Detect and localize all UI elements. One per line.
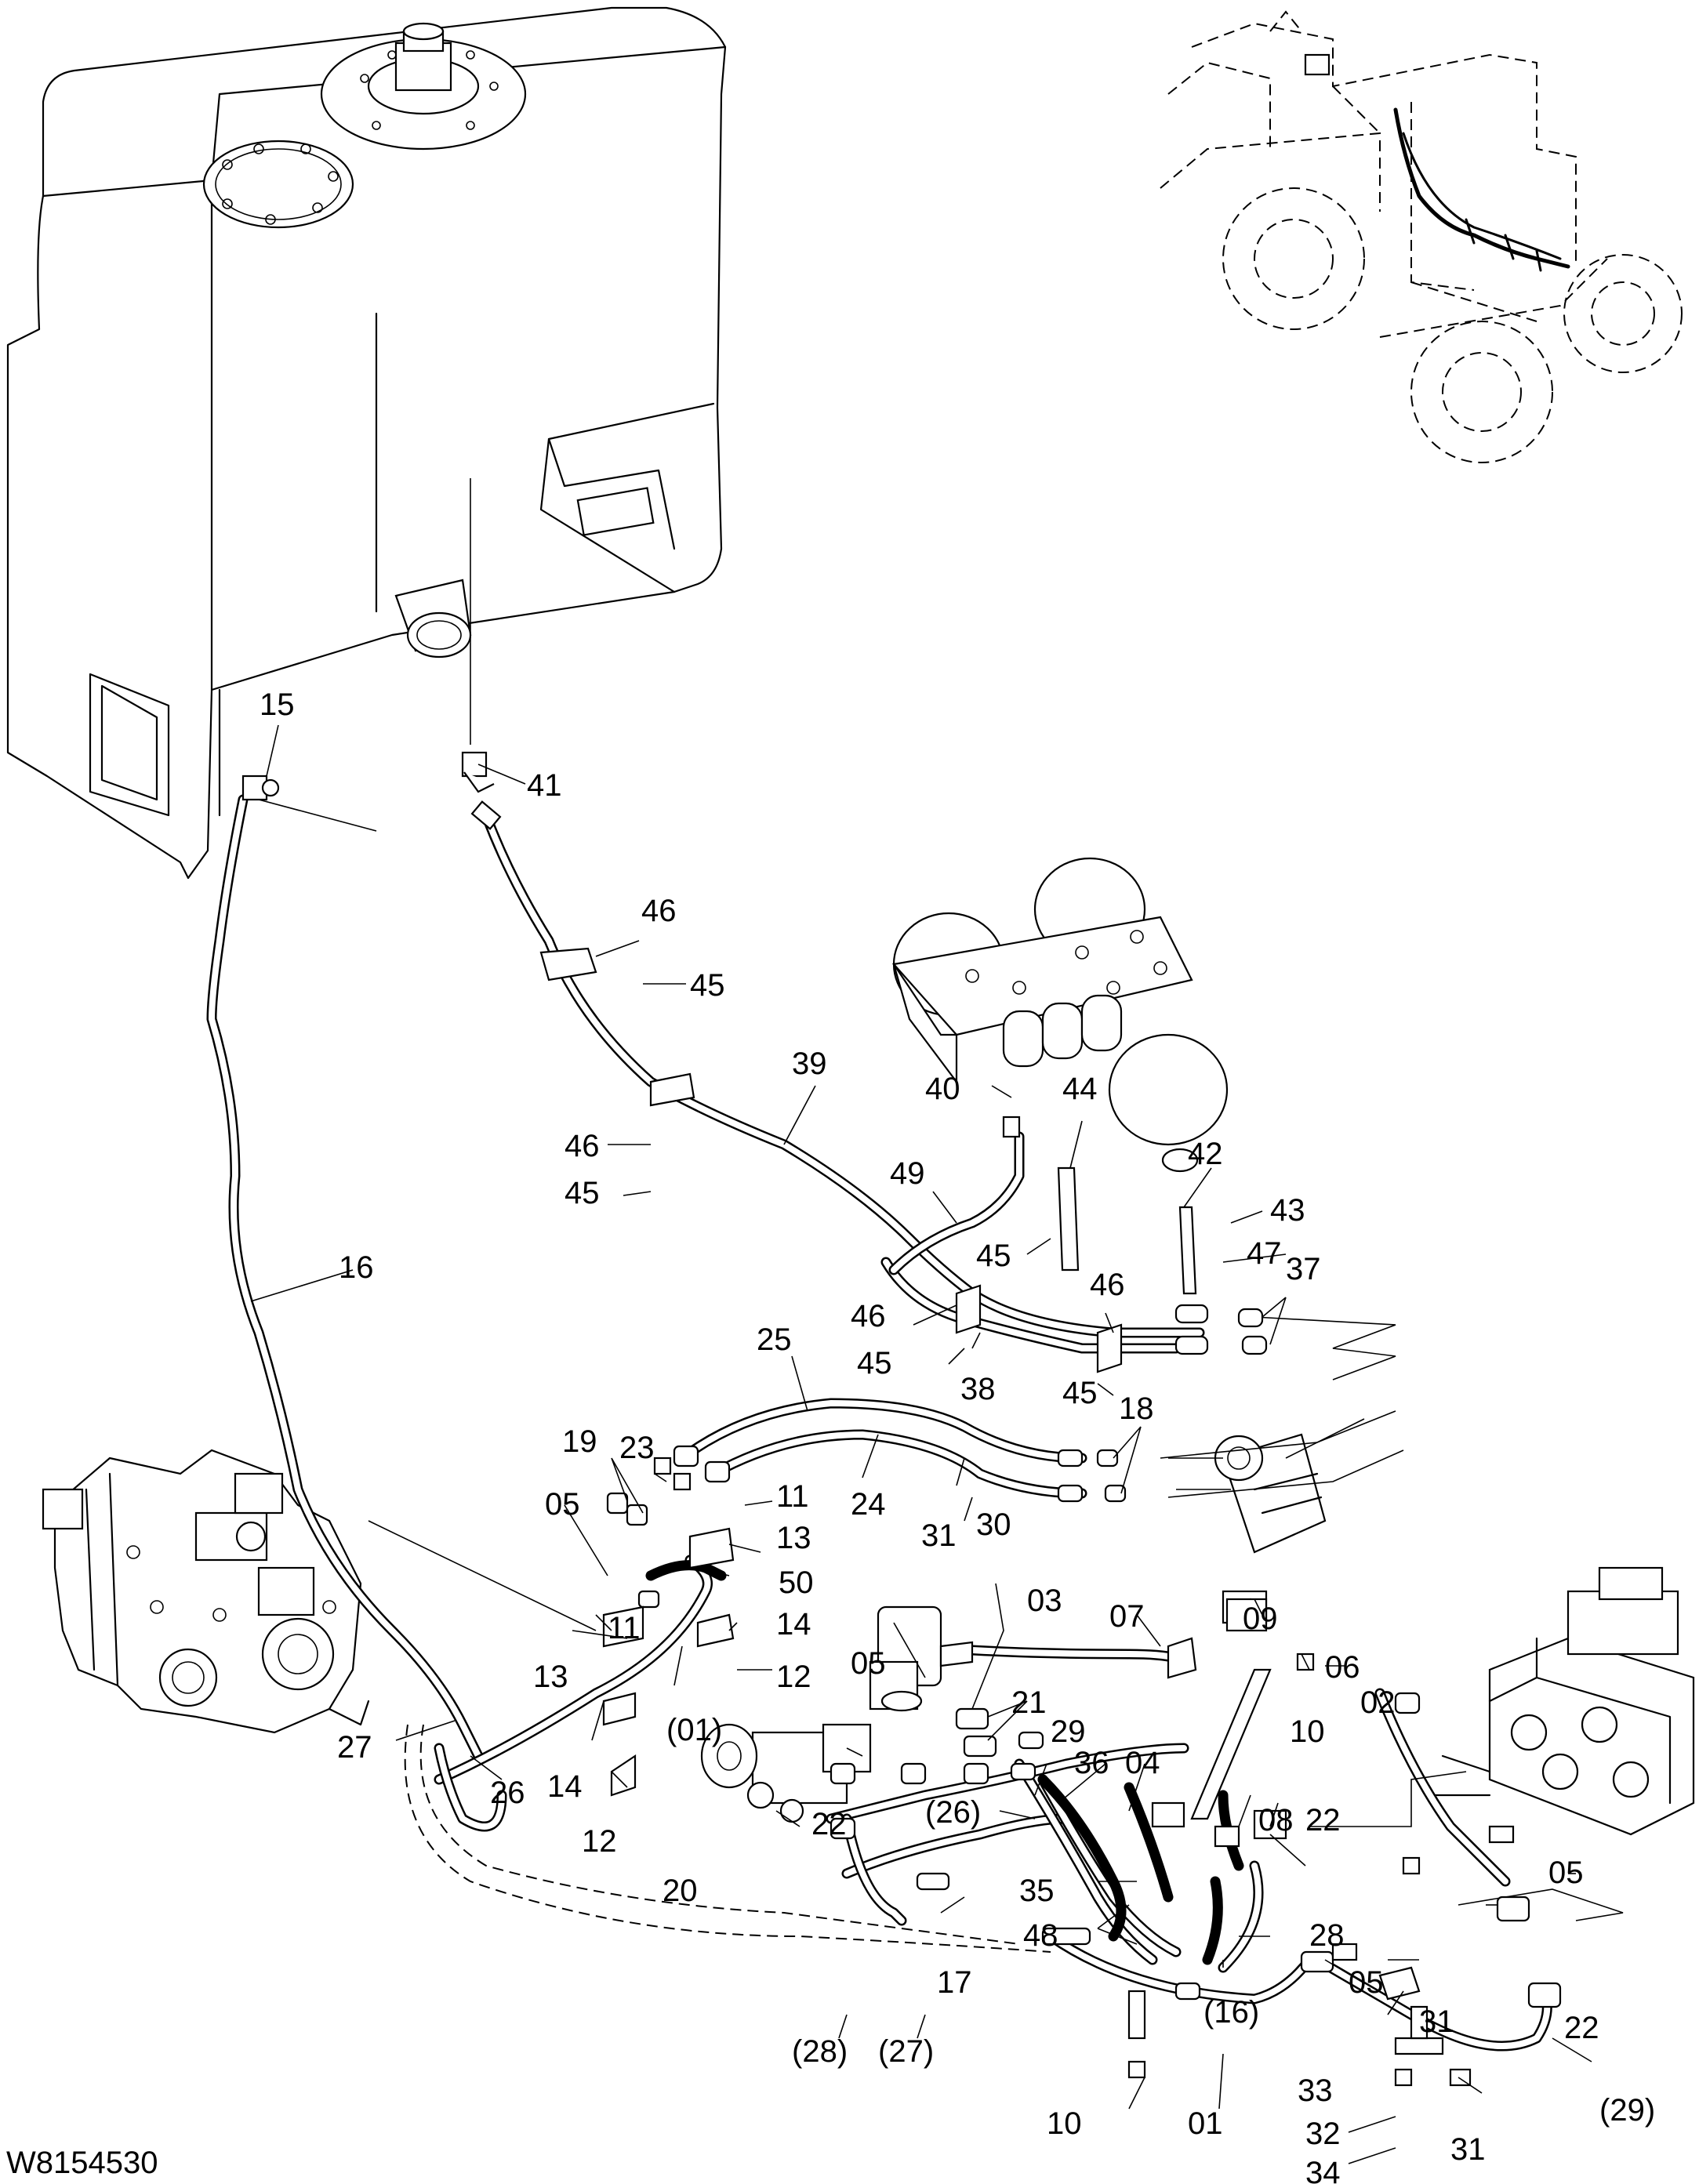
- label-22: 22: [811, 1807, 847, 1841]
- hydraulic-tank: [6, 6, 727, 880]
- label-47: 47: [1247, 1236, 1282, 1271]
- label-32: 32: [1305, 2117, 1341, 2151]
- label-17: 17: [937, 1965, 972, 2000]
- label-12: 12: [776, 1660, 811, 1694]
- label-09: 09: [1243, 1602, 1278, 1636]
- label-28-ref: (28): [792, 2034, 848, 2069]
- label-10: 10: [1290, 1714, 1325, 1749]
- label-08: 08: [1258, 1803, 1294, 1838]
- label-33: 33: [1298, 2073, 1333, 2108]
- label-46: 46: [851, 1299, 886, 1333]
- label-30: 30: [976, 1507, 1011, 1542]
- label-05: 05: [1548, 1856, 1584, 1890]
- label-45: 45: [1062, 1376, 1098, 1410]
- label-31: 31: [1450, 2132, 1486, 2167]
- label-46: 46: [565, 1129, 600, 1163]
- label-18: 18: [1119, 1391, 1154, 1426]
- label-23: 23: [619, 1431, 655, 1465]
- label-45: 45: [857, 1346, 892, 1380]
- label-01: 01: [1188, 2106, 1223, 2141]
- fittings-and-clamps: [241, 751, 1562, 2087]
- label-45: 45: [565, 1176, 600, 1210]
- label-50: 50: [779, 1565, 814, 1600]
- label-14: 14: [776, 1607, 811, 1642]
- label-13: 13: [533, 1660, 568, 1694]
- label-45: 45: [690, 968, 725, 1003]
- callout-labels: 15 41 46 45 39 46 45 40 44 42 43 49 45 4…: [260, 687, 1655, 2184]
- dashed-hose-routing: [258, 478, 1624, 1953]
- label-26: 26: [490, 1776, 525, 1810]
- label-15: 15: [260, 687, 295, 722]
- label-45: 45: [976, 1239, 1011, 1273]
- label-24: 24: [851, 1487, 886, 1522]
- figure-id: W8154530: [6, 2146, 158, 2180]
- label-44: 44: [1062, 1072, 1098, 1106]
- main-pump-assembly: [42, 1449, 370, 1734]
- label-27-ref: (27): [878, 2034, 934, 2069]
- label-16-ref: (16): [1203, 1995, 1259, 2030]
- label-04: 04: [1125, 1746, 1160, 1780]
- label-26-ref: (26): [925, 1795, 981, 1830]
- label-36: 36: [1074, 1746, 1109, 1780]
- label-05: 05: [1349, 1965, 1384, 2000]
- label-10: 10: [1047, 2106, 1082, 2141]
- label-31: 31: [921, 1518, 957, 1553]
- label-05: 05: [851, 1646, 886, 1681]
- label-02: 02: [1360, 1685, 1396, 1720]
- label-07: 07: [1109, 1599, 1145, 1634]
- label-34: 34: [1305, 2156, 1341, 2184]
- label-16: 16: [339, 1250, 374, 1285]
- label-20: 20: [663, 1874, 698, 1908]
- label-14: 14: [547, 1769, 583, 1804]
- label-46: 46: [1090, 1268, 1125, 1302]
- label-41: 41: [527, 768, 562, 803]
- label-11: 11: [608, 1611, 641, 1645]
- label-48: 48: [1023, 1918, 1058, 1953]
- label-03: 03: [1027, 1584, 1062, 1618]
- label-27: 27: [337, 1730, 372, 1765]
- label-05: 05: [545, 1487, 580, 1522]
- brake-accumulator-assembly: [891, 857, 1229, 1173]
- label-40: 40: [925, 1072, 960, 1106]
- label-29: 29: [1051, 1714, 1086, 1749]
- label-06: 06: [1325, 1650, 1360, 1685]
- label-49: 49: [890, 1156, 925, 1191]
- label-35: 35: [1019, 1874, 1055, 1908]
- label-13: 13: [776, 1521, 811, 1555]
- label-37: 37: [1286, 1252, 1321, 1286]
- label-21: 21: [1011, 1685, 1047, 1720]
- gear-pump: [1168, 1418, 1365, 1554]
- machine-overview-sketch: [1160, 10, 1683, 463]
- label-46: 46: [641, 894, 677, 928]
- label-42: 42: [1188, 1137, 1223, 1171]
- label-43: 43: [1270, 1193, 1305, 1228]
- leader-lines: [250, 724, 1592, 2164]
- label-12: 12: [582, 1824, 617, 1859]
- hoses: [206, 794, 1552, 2052]
- label-11: 11: [776, 1479, 809, 1514]
- label-22: 22: [1305, 1803, 1341, 1838]
- label-22: 22: [1564, 2011, 1599, 2045]
- control-valve: [1425, 1566, 1695, 1836]
- label-38: 38: [960, 1372, 996, 1406]
- label-39: 39: [792, 1047, 827, 1081]
- label-28: 28: [1309, 1918, 1345, 1953]
- label-31: 31: [1419, 2004, 1454, 2039]
- label-01-ref: (01): [666, 1713, 722, 1747]
- label-29-ref: (29): [1599, 2093, 1655, 2128]
- label-25: 25: [757, 1322, 792, 1357]
- label-19: 19: [562, 1424, 597, 1459]
